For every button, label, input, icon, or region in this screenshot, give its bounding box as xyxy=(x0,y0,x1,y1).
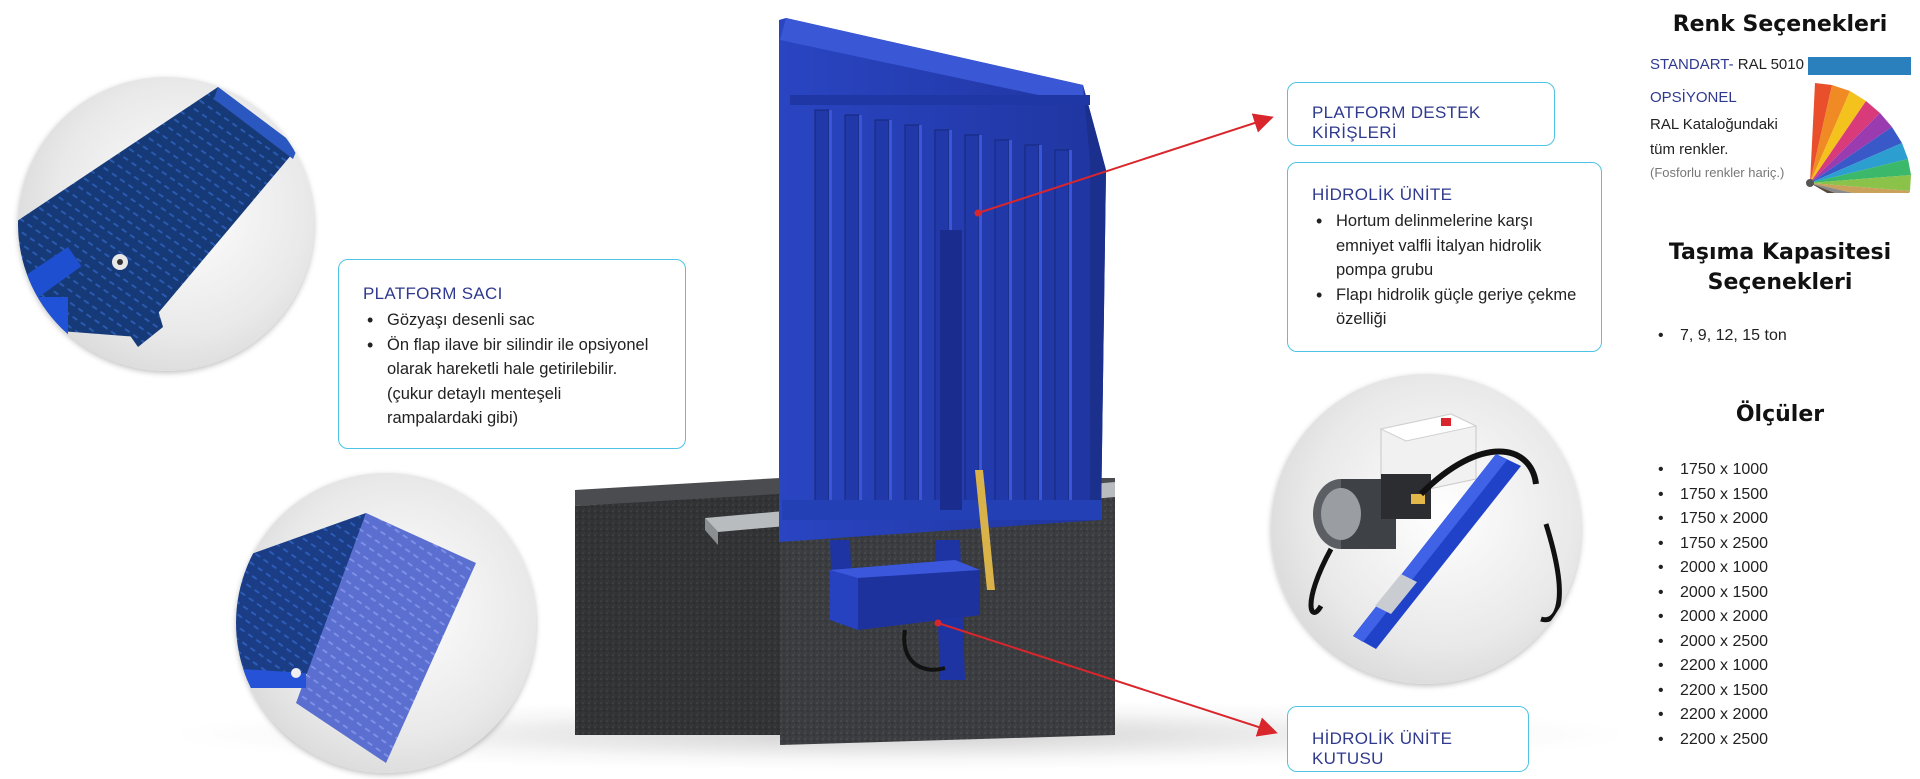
list-item: 2200 x 2500 xyxy=(1654,728,1768,753)
color-options-heading: Renk Seçenekleri xyxy=(1672,12,1888,37)
list-item: 1750 x 1500 xyxy=(1654,483,1768,508)
callout-platform-saci: PLATFORM SACI Gözyaşı desenli sac Ön fla… xyxy=(338,259,686,449)
list-item: 2200 x 1000 xyxy=(1654,654,1768,679)
callout-title: HİDROLİK ÜNİTE xyxy=(1312,185,1453,204)
list-item: 1750 x 1000 xyxy=(1654,458,1768,483)
pointer-arrows xyxy=(937,113,1278,737)
callout-title: PLATFORM DESTEK KİRİŞLERİ xyxy=(1312,103,1481,142)
list-item: 2000 x 1500 xyxy=(1654,581,1768,606)
list-item: 2000 x 2000 xyxy=(1654,605,1768,630)
list-item: Ön flap ilave bir silindir ile opsiyonel… xyxy=(363,333,661,431)
list-item: Flapı hidrolik güçle geriye çekme özelli… xyxy=(1312,283,1577,332)
pointer-dot-top xyxy=(974,209,982,217)
callout-list: Hortum delinmelerine karşı emniyet valfl… xyxy=(1312,209,1577,332)
list-item: Hortum delinmelerine karşı emniyet valfl… xyxy=(1312,209,1577,283)
capacity-list: 7, 9, 12, 15 ton xyxy=(1654,324,1787,349)
pointer-dot-bottom xyxy=(934,619,942,627)
list-item: Gözyaşı desenli sac xyxy=(363,308,661,333)
list-item: 2200 x 2000 xyxy=(1654,703,1768,728)
optional-note: (Fosforlu renkler hariç.) xyxy=(1650,165,1785,180)
list-item: 1750 x 2500 xyxy=(1654,532,1768,557)
callout-title: PLATFORM SACI xyxy=(363,284,503,303)
detail-circle-platform-hinge xyxy=(18,77,314,371)
callout-hidrolik-unite: HİDROLİK ÜNİTE Hortum delinmelerine karş… xyxy=(1287,162,1602,352)
standard-value: RAL 5010 xyxy=(1737,56,1804,73)
ral-color-swatch xyxy=(1808,57,1911,75)
standard-label: STANDART- xyxy=(1650,56,1734,73)
list-item: 1750 x 2000 xyxy=(1654,507,1768,532)
standard-color-row: STANDART- RAL 5010 xyxy=(1650,56,1804,73)
detail-circle-hydraulic-parts xyxy=(1271,374,1581,684)
list-item: 2000 x 2500 xyxy=(1654,630,1768,655)
optional-description: RAL Kataloğundaki tüm renkler. xyxy=(1650,116,1778,158)
list-item: 2200 x 1500 xyxy=(1654,679,1768,704)
callout-hidrolik-kutusu: HİDROLİK ÜNİTE KUTUSU xyxy=(1287,706,1529,772)
ramp-platform xyxy=(779,18,1106,680)
specs-sidebar: Renk Seçenekleri STANDART- RAL 5010 OPSİ… xyxy=(1640,0,1920,779)
optional-label: OPSİYONEL xyxy=(1650,89,1737,106)
color-fan-icon xyxy=(1806,83,1911,193)
list-item: 2000 x 1000 xyxy=(1654,556,1768,581)
dimensions-list: 1750 x 1000 1750 x 1500 1750 x 2000 1750… xyxy=(1654,458,1768,752)
capacity-heading: Taşıma Kapasitesi Seçenekleri xyxy=(1668,240,1892,295)
dimensions-heading: Ölçüler xyxy=(1735,402,1825,427)
callout-destek-kirisleri: PLATFORM DESTEK KİRİŞLERİ xyxy=(1287,82,1555,146)
callout-list: Gözyaşı desenli sac Ön flap ilave bir si… xyxy=(363,308,661,431)
list-item: 7, 9, 12, 15 ton xyxy=(1654,324,1787,349)
callout-title: HİDROLİK ÜNİTE KUTUSU xyxy=(1312,729,1453,768)
detail-circle-platform-lip xyxy=(236,473,536,773)
